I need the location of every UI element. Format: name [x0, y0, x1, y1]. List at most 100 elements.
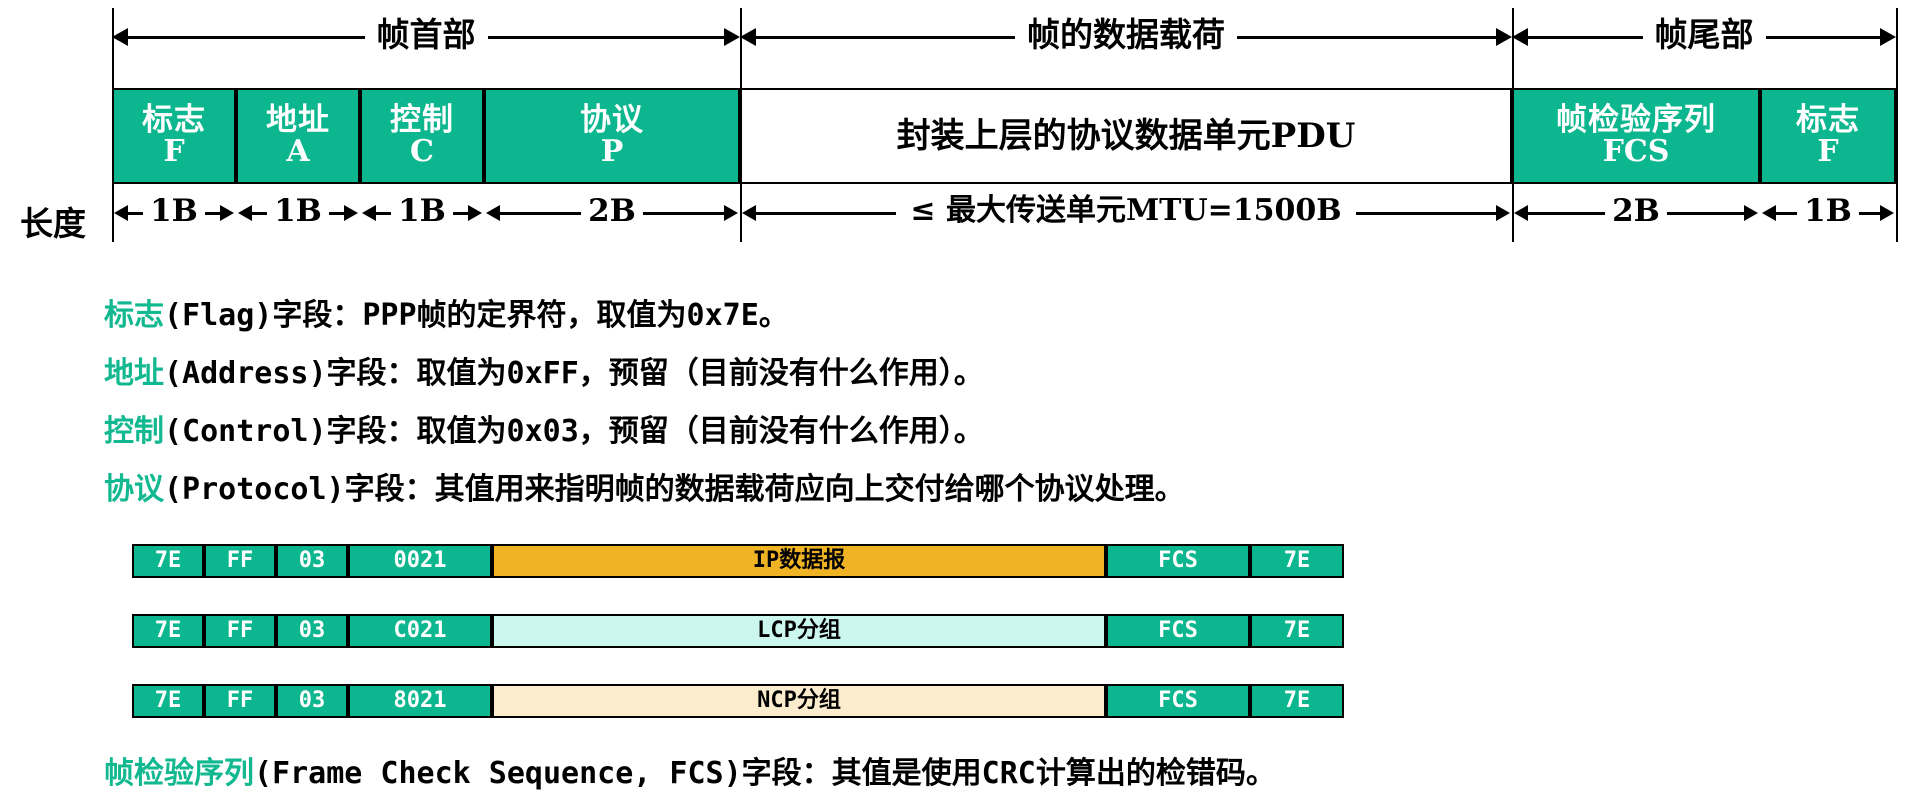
bar-cell-flag-head: 7E [132, 684, 204, 718]
seg-line [642, 211, 724, 215]
length-seg-address: 1B [238, 194, 358, 232]
cell-label: 7E [1283, 688, 1311, 713]
seg-line [128, 211, 144, 215]
seg-line [1666, 211, 1744, 215]
bar-cell-payload: LCP分组 [492, 614, 1106, 648]
bar-cell-fcs: FCS [1106, 544, 1250, 578]
field-label-en: F [1817, 133, 1839, 169]
description-keyword: 控制 [104, 414, 164, 449]
seg-line [204, 211, 220, 215]
field-payload-pdu: 封装上层的协议数据单元PDU [740, 88, 1512, 184]
bar-cell-fcs: FCS [1106, 684, 1250, 718]
length-value: ≤ 最大传送单元MTU=1500B [910, 193, 1342, 228]
description-fcs: 帧检验序列(Frame Check Sequence, FCS)字段：其值是使用… [104, 748, 1276, 792]
bracket-line [128, 35, 365, 39]
field-label-cn: 帧检验序列 [1556, 101, 1716, 138]
bracket-line [1237, 35, 1496, 39]
frame-field-row: 标志 F 地址 A 控制 C 协议 P 封装上层的协议数据单元PDU 帧检验序列… [0, 88, 1908, 184]
length-seg-control: 1B [362, 194, 482, 232]
bar-cell-flag-tail: 7E [1250, 684, 1344, 718]
cell-label: 7E [154, 548, 182, 573]
length-value: 1B [1804, 192, 1852, 229]
arrow-left-icon [362, 205, 376, 221]
bar-cell-protocol: 8021 [348, 684, 492, 718]
seg-line [1858, 211, 1880, 215]
arrow-right-icon [1880, 28, 1896, 46]
description-keyword: 地址 [104, 356, 164, 391]
arrow-left-icon [486, 205, 500, 221]
cell-label: FCS [1158, 618, 1198, 643]
bar-cell-payload: NCP分组 [492, 684, 1106, 718]
field-label-cn: 标志 [1796, 101, 1860, 138]
length-seg-flag-tail: 1B [1762, 194, 1894, 232]
seg-line [376, 211, 392, 215]
bar-cell-address: FF [204, 544, 276, 578]
frame-length-row: 长度 1B 1B 1B 2B [0, 184, 1908, 243]
length-value: 1B [150, 192, 198, 229]
cell-label: FF [226, 688, 254, 713]
field-flag-tail: 标志 F [1760, 88, 1896, 184]
field-label-cn: 封装上层的协议数据单元PDU [896, 115, 1356, 156]
length-seg-fcs: 2B [1514, 194, 1758, 232]
seg-line [452, 211, 468, 215]
field-protocol: 协议 P [484, 88, 740, 184]
cell-label: FCS [1158, 548, 1198, 573]
arrow-right-icon [1880, 205, 1894, 221]
bracket-line [487, 35, 724, 39]
field-fcs: 帧检验序列 FCS [1512, 88, 1760, 184]
description-keyword: 标志 [104, 298, 164, 333]
bar-cell-control: 03 [276, 614, 348, 648]
seg-line [756, 211, 897, 215]
bracket-label: 帧首部 [376, 14, 476, 54]
cell-label: 0021 [393, 548, 447, 573]
field-label-en: P [600, 133, 624, 169]
bracket-label: 帧的数据载荷 [1027, 14, 1225, 54]
bar-cell-control: 03 [276, 684, 348, 718]
description-flag: 标志(Flag)字段：PPP帧的定界符，取值为0x7E。 [104, 290, 789, 334]
description-text: (Control)字段：取值为0x03，预留（目前没有什么作用）。 [164, 414, 984, 449]
length-value: 1B [398, 192, 446, 229]
length-seg-protocol: 2B [486, 194, 738, 232]
description-address: 地址(Address)字段：取值为0xFF，预留（目前没有什么作用）。 [104, 348, 984, 392]
cell-label: 03 [298, 618, 326, 643]
bar-cell-fcs: FCS [1106, 614, 1250, 648]
arrow-right-icon [220, 205, 234, 221]
bar-cell-flag-tail: 7E [1250, 544, 1344, 578]
field-label-en: FCS [1602, 133, 1670, 169]
arrow-right-icon [344, 205, 358, 221]
bracket-frame-payload: 帧的数据载荷 [740, 14, 1512, 60]
bar-cell-flag-tail: 7E [1250, 614, 1344, 648]
field-label-cn: 控制 [390, 101, 454, 138]
bracket-line [1528, 35, 1643, 39]
arrow-left-icon [742, 205, 756, 221]
arrow-right-icon [468, 205, 482, 221]
cell-label: 03 [298, 688, 326, 713]
length-seg-flag-head: 1B [114, 194, 234, 232]
bar-cell-flag-head: 7E [132, 614, 204, 648]
cell-label: 7E [1283, 548, 1311, 573]
length-value: 2B [588, 192, 636, 229]
cell-label: FCS [1158, 688, 1198, 713]
bracket-frame-header: 帧首部 [112, 14, 740, 60]
ppp-frame-diagram: 帧首部 帧的数据载荷 帧尾部 标志 F 地址 A 控制 C 协议 [0, 0, 1908, 282]
bracket-line [1765, 35, 1880, 39]
ncp-packet-bar: 7E FF 03 8021 NCP分组 FCS 7E [132, 684, 1532, 718]
field-label-cn: 标志 [142, 101, 206, 138]
arrow-right-icon [724, 205, 738, 221]
bracket-frame-trailer: 帧尾部 [1512, 14, 1896, 60]
bracket-line [756, 35, 1015, 39]
arrow-left-icon [740, 28, 756, 46]
cell-label: 8021 [393, 688, 447, 713]
cell-label: C021 [393, 618, 447, 643]
description-keyword: 帧检验序列 [104, 756, 254, 791]
lcp-packet-bar: 7E FF 03 C021 LCP分组 FCS 7E [132, 614, 1532, 648]
cell-label: LCP分组 [757, 618, 841, 643]
description-keyword: 协议 [104, 472, 164, 507]
bar-cell-flag-head: 7E [132, 544, 204, 578]
field-control: 控制 C [360, 88, 484, 184]
arrow-right-icon [724, 28, 740, 46]
field-label-en: F [163, 133, 185, 169]
seg-line [252, 211, 268, 215]
arrow-left-icon [1512, 28, 1528, 46]
arrow-left-icon [112, 28, 128, 46]
